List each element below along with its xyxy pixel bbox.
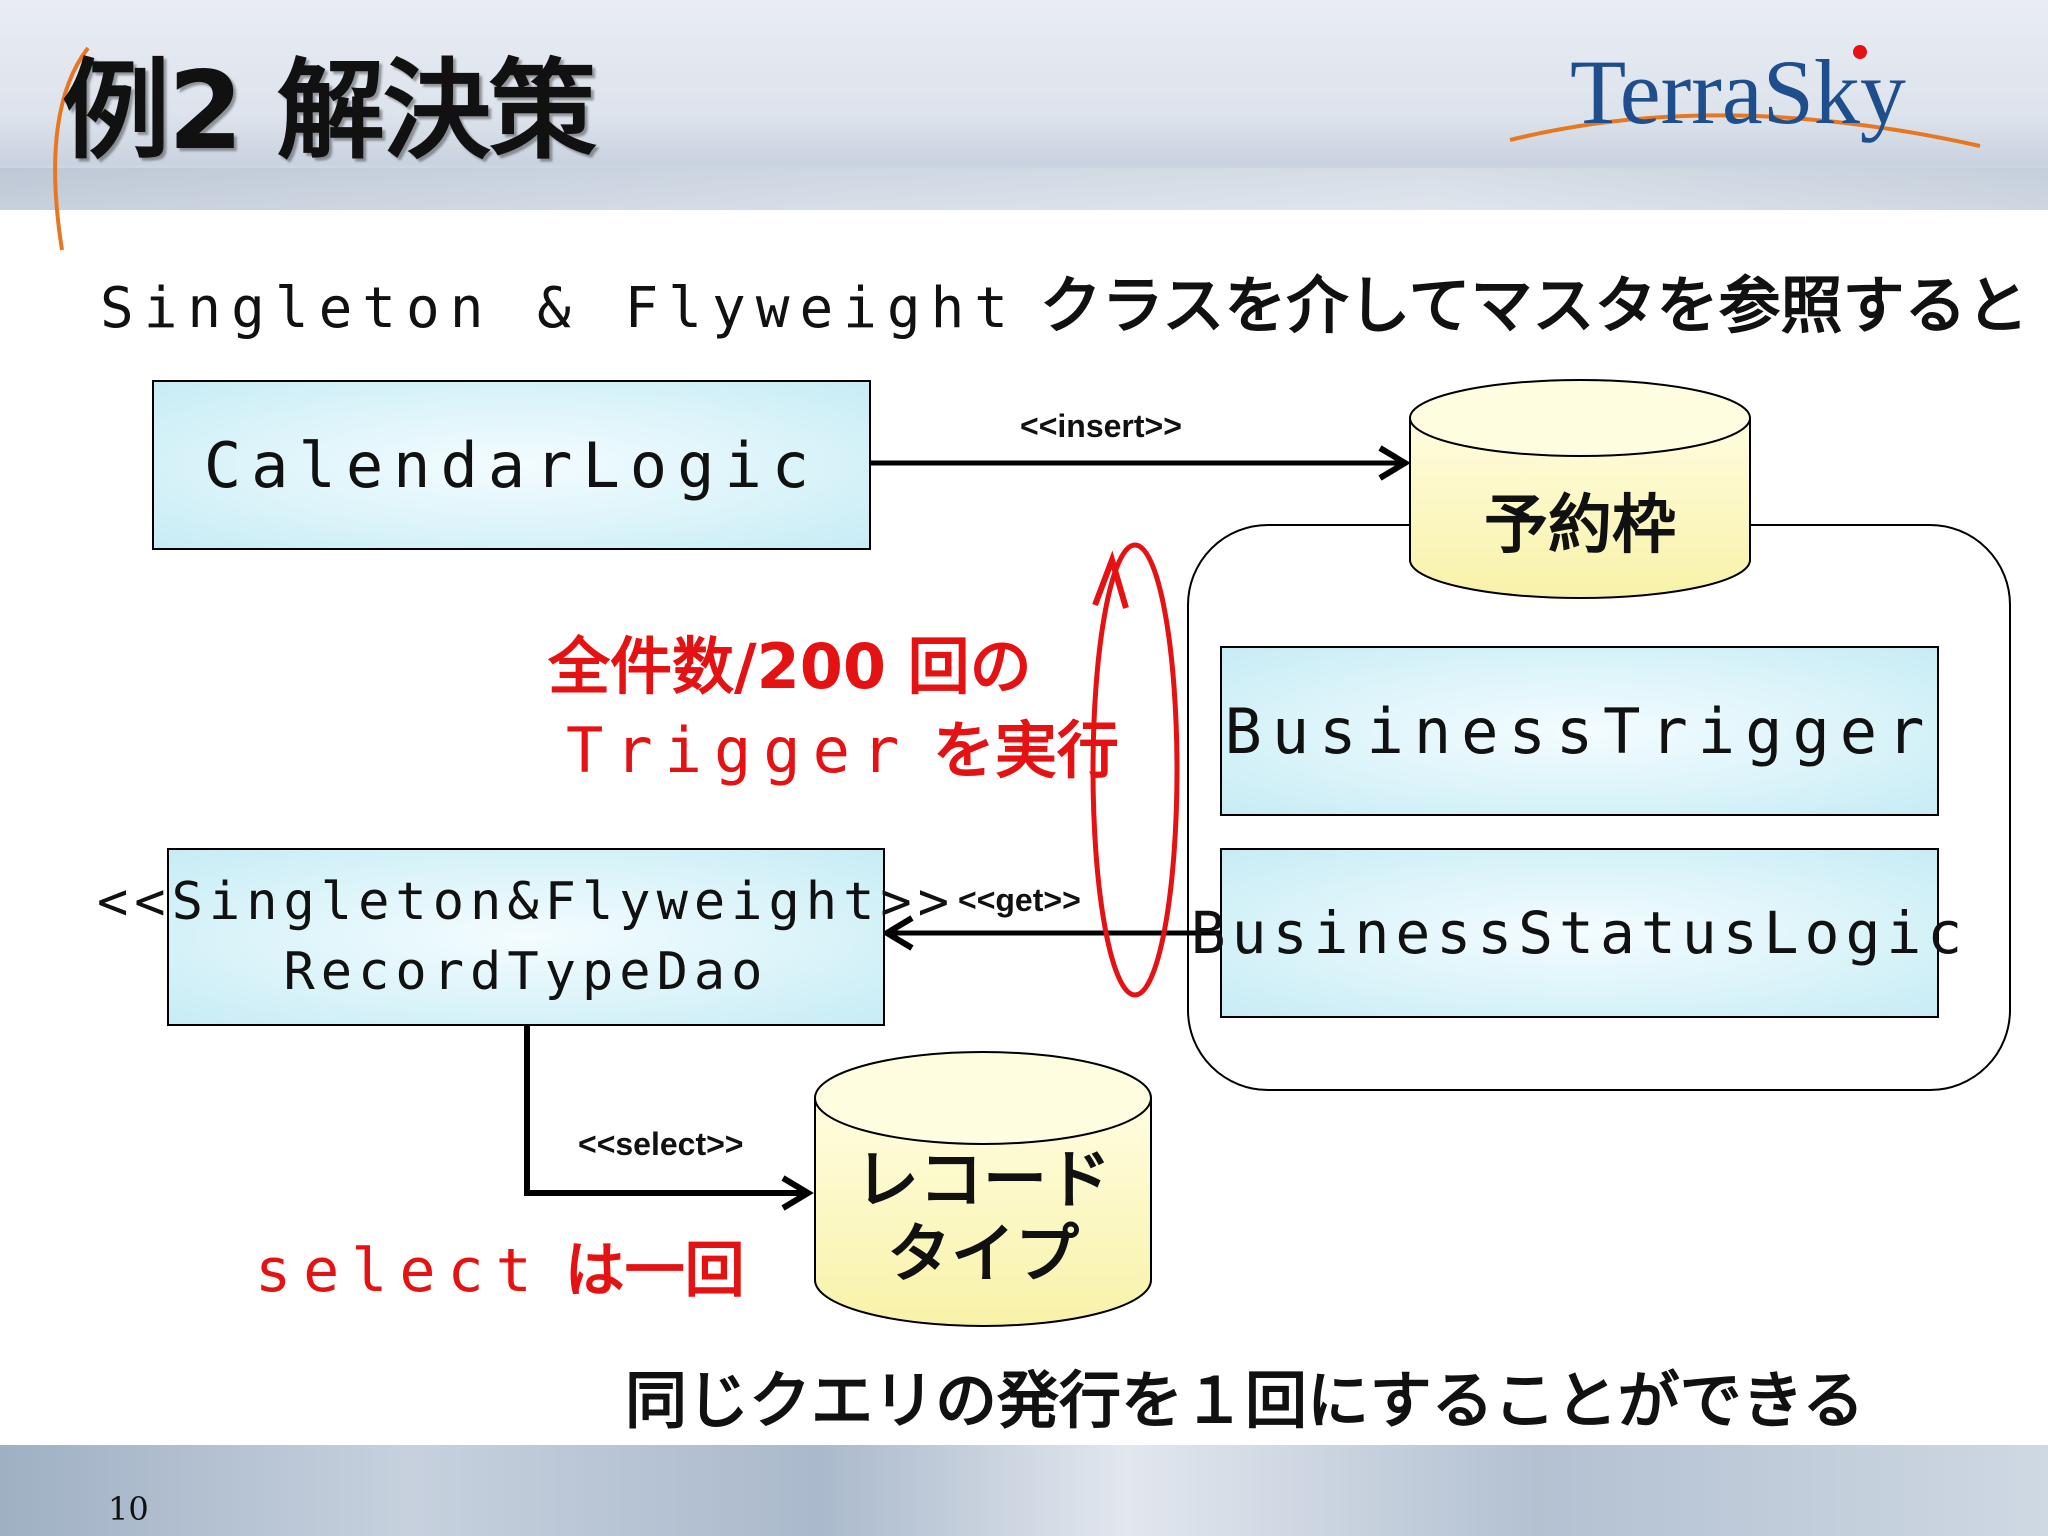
select-note-text: は一回	[564, 1236, 745, 1306]
loop-note-line1: 全件数/200 回の	[548, 630, 1032, 703]
calendar-logic-box: CalendarLogic	[152, 380, 871, 550]
get-edge-label: <<get>>	[958, 882, 1081, 918]
loop-note-execute: を実行	[932, 713, 1119, 787]
logo-swoosh	[1509, 113, 1981, 148]
insert-arrow	[870, 445, 1411, 481]
calendar-logic-label: CalendarLogic	[203, 428, 820, 502]
subtitle-code: Singleton & Flyweight	[100, 276, 1019, 341]
title-orange-arc	[53, 46, 90, 251]
subtitle: Singleton & Flyweight クラスを介してマスタを参照すると	[100, 255, 2029, 345]
business-status-logic-box: BusinessStatusLogic	[1191, 848, 1962, 1018]
reservation-cylinder	[1409, 379, 1751, 599]
conclusion-text: 同じクエリの発行を１回にすることができる	[625, 1364, 1865, 1437]
record-type-db-line2: タイプ	[887, 1217, 1079, 1292]
business-status-logic-label: BusinessStatusLogic	[1190, 899, 1969, 967]
select-edge-label: <<select>>	[578, 1126, 744, 1162]
select-arrow	[524, 1025, 814, 1211]
record-type-db-label: レコード タイプ	[815, 1144, 1151, 1292]
record-type-db-line1: レコード	[855, 1144, 1111, 1218]
loop-note-trigger: Trigger	[566, 713, 912, 787]
trigger-loop-indicator	[1090, 542, 1180, 998]
business-trigger-label: BusinessTrigger	[1224, 694, 1935, 768]
select-note: select は一回	[255, 1222, 745, 1309]
logo-dot	[1853, 45, 1867, 59]
footer-background	[0, 1445, 2048, 1536]
get-arrow	[881, 915, 1222, 951]
reservation-db-label: 予約枠	[1484, 489, 1676, 563]
subtitle-text: クラスを介してマスタを参照すると	[1039, 269, 2029, 342]
logo-text: TerraSky	[1570, 41, 1906, 143]
terrasky-logo: TerraSky	[1509, 41, 1981, 148]
select-note-code: select	[255, 1236, 544, 1306]
loop-note-line2: Trigger を実行	[548, 709, 1119, 793]
record-type-dao-stereotype: <<Singleton&Flyweight>>	[96, 871, 956, 932]
record-type-dao-label: RecordTypeDao	[283, 942, 769, 1002]
record-type-dao-box: <<Singleton&Flyweight>> RecordTypeDao	[97, 848, 949, 1026]
page-number: 10	[108, 1490, 149, 1528]
business-trigger-box: BusinessTrigger	[1220, 646, 1939, 816]
record-type-cylinder	[814, 1051, 1152, 1327]
header-stripe	[0, 168, 2048, 210]
insert-edge-label: <<insert>>	[1020, 408, 1182, 444]
page-title: 例2 解決策	[62, 49, 597, 174]
loop-note: 全件数/200 回の Trigger を実行	[548, 625, 1119, 792]
